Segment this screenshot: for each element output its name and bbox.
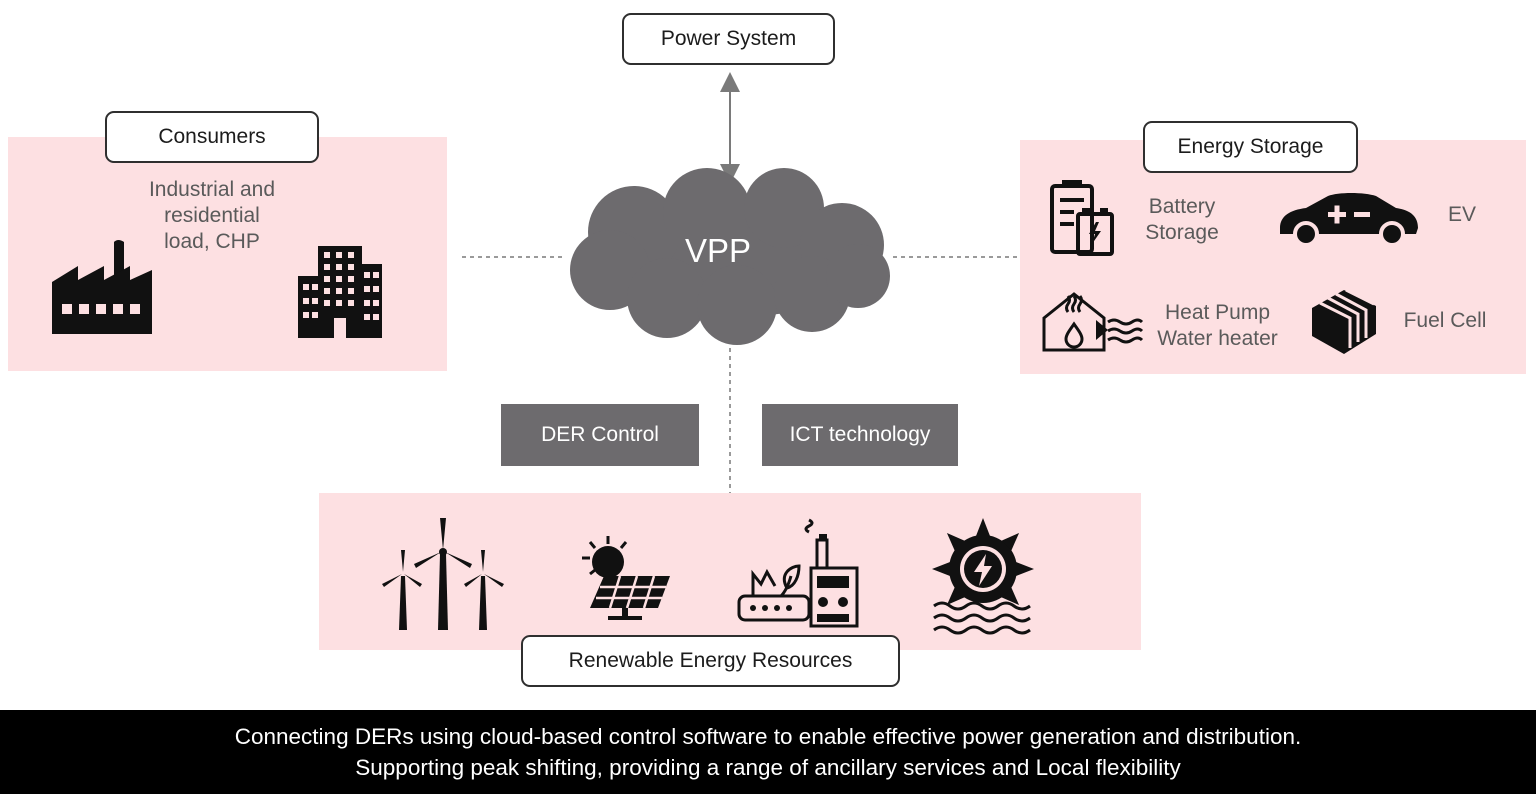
ev-car-icon [1280, 193, 1418, 247]
battery-storage-icon [1050, 180, 1114, 256]
renewables-label: Renewable Energy Resources [521, 635, 900, 687]
wind-turbine-icon [382, 518, 504, 630]
consumers-label: Consumers [105, 111, 319, 163]
building-icon [298, 246, 382, 338]
hydro-power-icon [932, 518, 1034, 635]
vpp-cloud-icon [570, 168, 890, 345]
caption-line-2: Supporting peak shifting, providing a ra… [355, 755, 1181, 780]
caption-bar: Connecting DERs using cloud-based contro… [0, 710, 1536, 794]
biomass-plant-icon [737, 518, 859, 628]
heat-pump-label: Heat Pump Water heater [1157, 301, 1278, 350]
vpp-label: VPP [684, 232, 752, 269]
heat-pump-icon [1042, 292, 1144, 352]
consumers-description: Industrial and residential load, CHP [148, 178, 276, 253]
fuel-cell-icon [1312, 288, 1376, 354]
ev-label: EV [1447, 203, 1476, 226]
factory-icon [52, 240, 152, 334]
connector-lines [462, 72, 1018, 493]
der-control-box: DER Control [501, 404, 699, 466]
energy-storage-label: Energy Storage [1143, 121, 1358, 173]
caption-line-1: Connecting DERs using cloud-based contro… [234, 724, 1302, 749]
battery-storage-label: Battery Storage [1145, 195, 1219, 244]
power-system-box: Power System [622, 13, 835, 65]
fuel-cell-label: Fuel Cell [1403, 309, 1487, 332]
solar-panel-icon [582, 536, 670, 620]
ict-technology-box: ICT technology [762, 404, 958, 466]
